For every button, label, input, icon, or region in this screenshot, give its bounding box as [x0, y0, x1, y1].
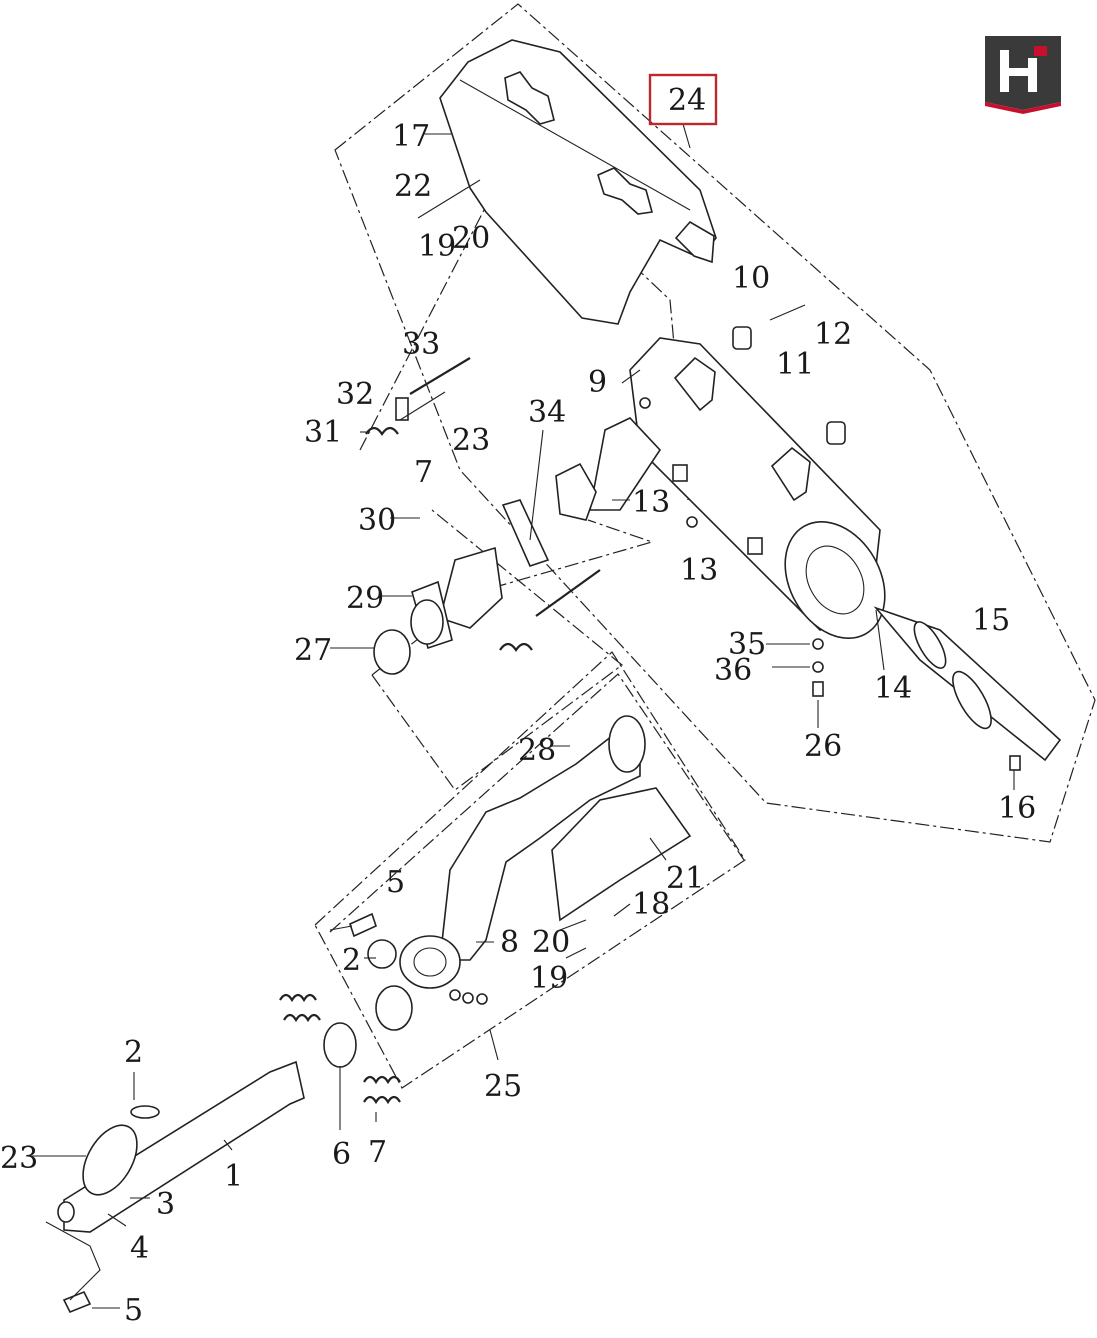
callout-32: 32: [336, 377, 374, 412]
callout-7-lower: 7: [368, 1135, 387, 1170]
heat-shield: [439, 39, 717, 325]
callout-23-lower: 23: [0, 1141, 38, 1176]
callout-28: 28: [518, 733, 556, 768]
tail-pipe: [873, 606, 1062, 762]
callout-1: 1: [224, 1159, 243, 1194]
callout-19-lower: 19: [530, 961, 568, 996]
callout-34: 34: [528, 395, 566, 430]
brand-logo: [985, 36, 1061, 114]
callout-21: 21: [666, 861, 704, 896]
callout-25: 25: [484, 1069, 522, 1104]
callout-14: 14: [874, 671, 912, 706]
header-pipe: [45, 912, 401, 1314]
callout-5-lower: 5: [124, 1293, 143, 1328]
callout-19-upper: 19: [418, 229, 456, 264]
callout-6: 6: [332, 1137, 351, 1172]
callout-23-upper: 23: [452, 423, 490, 458]
callout-20-lower: 20: [532, 925, 570, 960]
callout-8: 8: [500, 925, 519, 960]
assembly-25-outline: [314, 651, 746, 1089]
callout-13-right: 13: [632, 485, 670, 520]
callout-36: 36: [714, 653, 752, 688]
callout-35: 35: [728, 627, 766, 662]
callout-16: 16: [998, 791, 1036, 826]
callout-26: 26: [804, 729, 842, 764]
callout-2-mid: 2: [342, 943, 361, 978]
callout-22: 22: [394, 169, 432, 204]
callout-3: 3: [156, 1187, 175, 1222]
callout-24: 24: [668, 83, 706, 118]
upper-fasteners: [365, 357, 1021, 771]
callout-7-upper: 7: [414, 455, 433, 490]
leader-lines: [30, 123, 1015, 1309]
callout-27: 27: [294, 633, 332, 668]
highlight-box-24: [648, 73, 718, 126]
callout-10: 10: [732, 261, 770, 296]
callout-13-lower: 13: [680, 553, 718, 588]
callout-labels: 24 17 22 19 20 10 12 11 9 33 32 31 34 23…: [0, 83, 1036, 1328]
callout-9: 9: [588, 365, 607, 400]
callout-5-upper: 5: [386, 865, 405, 900]
muffler: [629, 326, 886, 640]
callout-2-lower: 2: [124, 1035, 143, 1070]
callout-20-upper: 20: [452, 221, 490, 256]
callout-12: 12: [814, 317, 852, 352]
callout-33: 33: [402, 327, 440, 362]
callout-11: 11: [776, 347, 814, 382]
callout-18: 18: [632, 887, 670, 922]
callout-29: 29: [346, 581, 384, 616]
callout-4: 4: [130, 1231, 149, 1266]
callout-31: 31: [304, 415, 342, 450]
catalyst-section: [373, 417, 662, 675]
callout-17: 17: [392, 119, 430, 154]
mid-pipe: [367, 715, 692, 1031]
callout-30: 30: [358, 503, 396, 538]
callout-15: 15: [972, 603, 1010, 638]
